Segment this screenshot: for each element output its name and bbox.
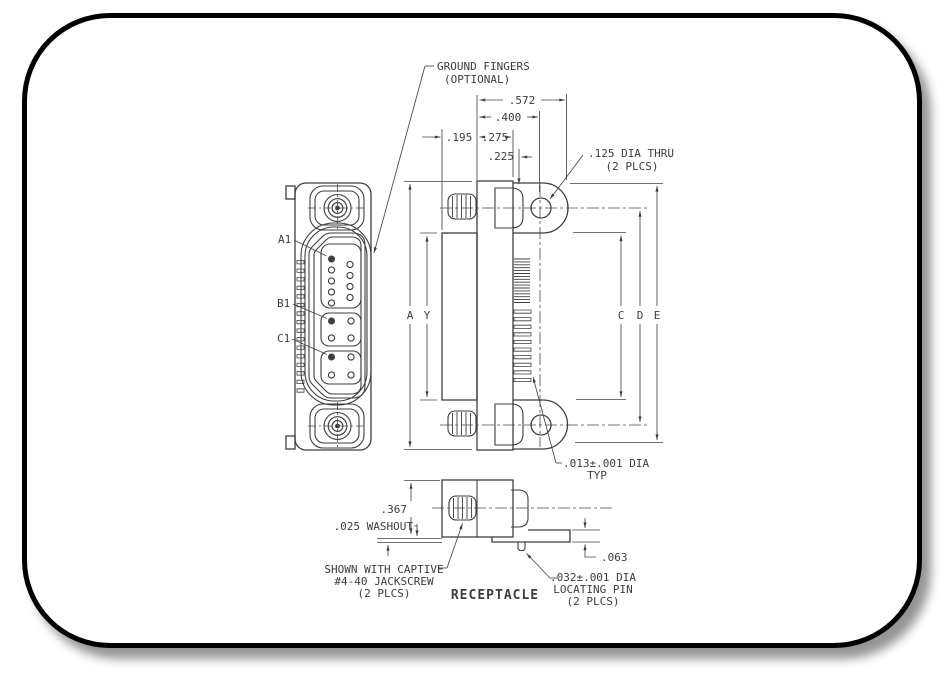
dim-367-label: .367 xyxy=(381,503,408,516)
ear-bottom xyxy=(513,399,569,450)
drawing-frame xyxy=(22,13,922,648)
dia-thru-label: .125 DIA THRU xyxy=(588,147,674,160)
dim-195-label: .195 xyxy=(446,131,473,144)
jackscrew-head-bottom xyxy=(494,403,524,446)
contact-tails-fine xyxy=(514,258,530,303)
jackscrew-note-line3: (2 PLCS) xyxy=(358,587,411,600)
pin-a1-label: A1 xyxy=(278,233,291,246)
contact-dia-callout: .013±.001 DIA TYP xyxy=(532,376,649,482)
dim-d-label: D xyxy=(637,309,644,322)
dim-572-label: .572 xyxy=(509,94,536,107)
jackscrew-head-profile xyxy=(511,489,529,528)
locating-pin-note-line1: .032±.001 DIA xyxy=(550,571,636,584)
top-dimensions: .572 .400 .195 .275 .225 xyxy=(422,94,567,230)
locating-pin-note-line3: (2 PLCS) xyxy=(567,595,620,608)
dim-a-label: A xyxy=(407,309,414,322)
bottom-view: .367 .025 WASHOUT .063 SHOWN WITH CAPTIV… xyxy=(324,479,636,608)
dia-thru-plcs-label: (2 PLCS) xyxy=(606,160,659,173)
dia-thru-callout: .125 DIA THRU (2 PLCS) xyxy=(549,147,674,200)
jackscrew-top xyxy=(447,193,477,220)
contact-dia-typ-label: TYP xyxy=(587,469,607,482)
jackscrew-bottom xyxy=(447,410,477,437)
pin-c1-label: C1 xyxy=(277,332,290,345)
jackscrew-note-line2: #4-40 JACKSCREW xyxy=(334,575,434,588)
receptacle-title: RECEPTACLE xyxy=(451,588,539,603)
ground-fingers xyxy=(296,260,305,393)
ground-fingers-optional-label: (OPTIONAL) xyxy=(444,73,510,86)
contact-dia-label: .013±.001 DIA xyxy=(563,457,649,470)
ground-fingers-label: GROUND FINGERS xyxy=(437,60,530,73)
jackscrew-note-line1: SHOWN WITH CAPTIVE xyxy=(324,563,443,576)
left-dimensions: A Y xyxy=(404,181,472,450)
locating-pin xyxy=(517,542,526,552)
front-view: A1 B1 C1 xyxy=(277,182,372,451)
ground-fingers-callout: GROUND FINGERS (OPTIONAL) xyxy=(373,60,530,254)
dim-225-label: .225 xyxy=(488,150,515,163)
right-dimensions: C D E xyxy=(570,183,663,443)
mounting-leg xyxy=(491,529,571,543)
dim-e-label: E xyxy=(654,309,661,322)
dim-y-label: Y xyxy=(424,309,431,322)
dim-275-label: .275 xyxy=(482,131,509,144)
pin-b1-label: B1 xyxy=(277,297,290,310)
dim-c-label: C xyxy=(618,309,625,322)
locating-pin-note-line2: LOCATING PIN xyxy=(553,583,632,596)
jackscrew-head-top xyxy=(494,187,524,229)
dim-400-label: .400 xyxy=(495,111,522,124)
washout-label: .025 WASHOUT xyxy=(334,520,414,533)
dim-063-label: .063 xyxy=(601,551,628,564)
contact-tails-coarse xyxy=(513,309,532,382)
